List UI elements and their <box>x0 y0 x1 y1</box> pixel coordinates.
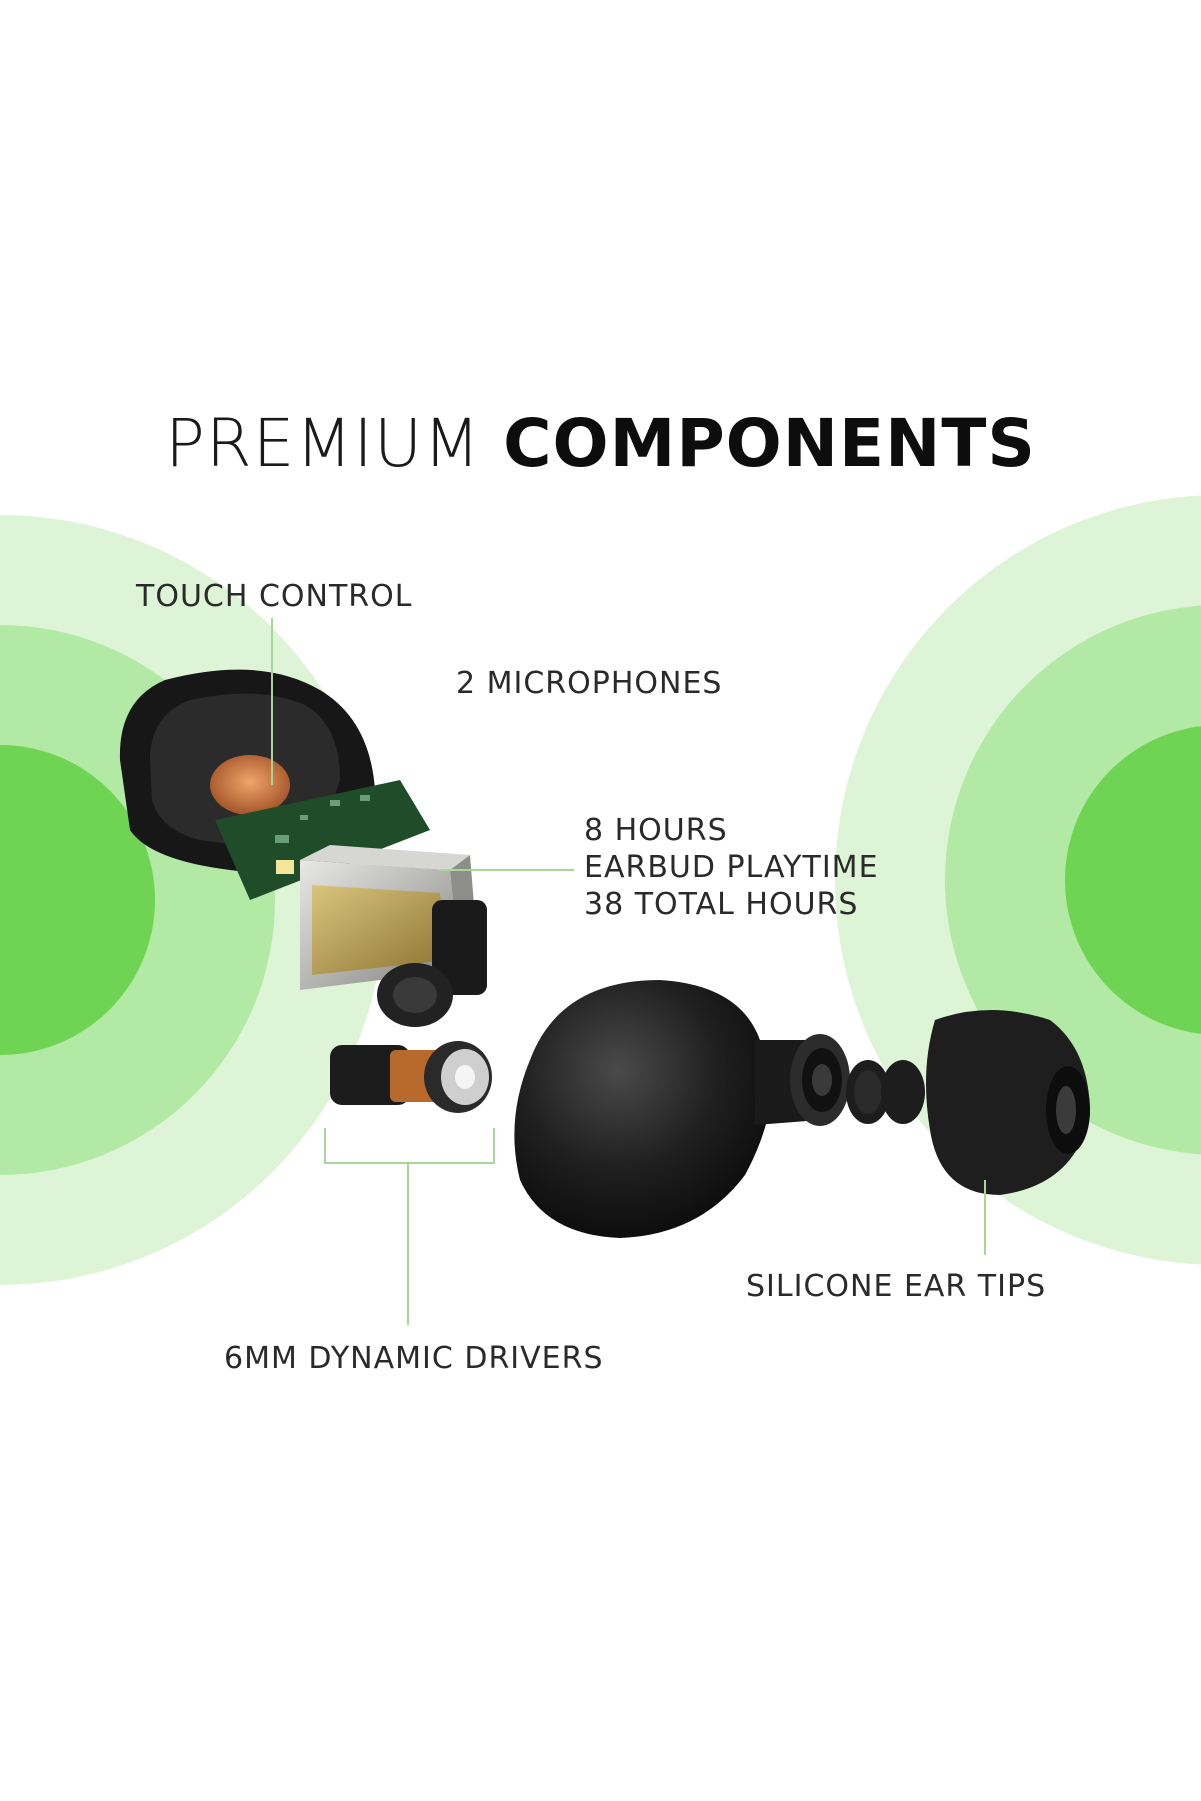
ear-tip-image <box>926 1010 1090 1195</box>
filter-discs-image <box>846 1060 925 1124</box>
dynamic-driver-image <box>330 1041 492 1113</box>
leader-lines <box>271 618 986 1325</box>
battery-line-2: EARBUD PLAYTIME <box>584 850 879 885</box>
title-bold-word: COMPONENTS <box>503 405 1036 482</box>
battery-line-1: 8 HOURS <box>584 813 728 848</box>
title-light-word: PREMIUM <box>165 405 482 482</box>
earbud-internals-image <box>119 669 487 1027</box>
callout-ear-tips: SILICONE EAR TIPS <box>746 1269 1047 1304</box>
earbud-body-image <box>514 980 850 1238</box>
page-title: PREMIUM COMPONENTS <box>0 405 1201 482</box>
callout-drivers: 6MM DYNAMIC DRIVERS <box>224 1341 604 1376</box>
callout-microphones: 2 MICROPHONES <box>456 666 723 701</box>
battery-line-3: 38 TOTAL HOURS <box>584 887 859 922</box>
callout-battery: 8 HOURS EARBUD PLAYTIME 38 TOTAL HOURS <box>584 812 879 923</box>
callout-touch-control: TOUCH CONTROL <box>136 579 413 614</box>
